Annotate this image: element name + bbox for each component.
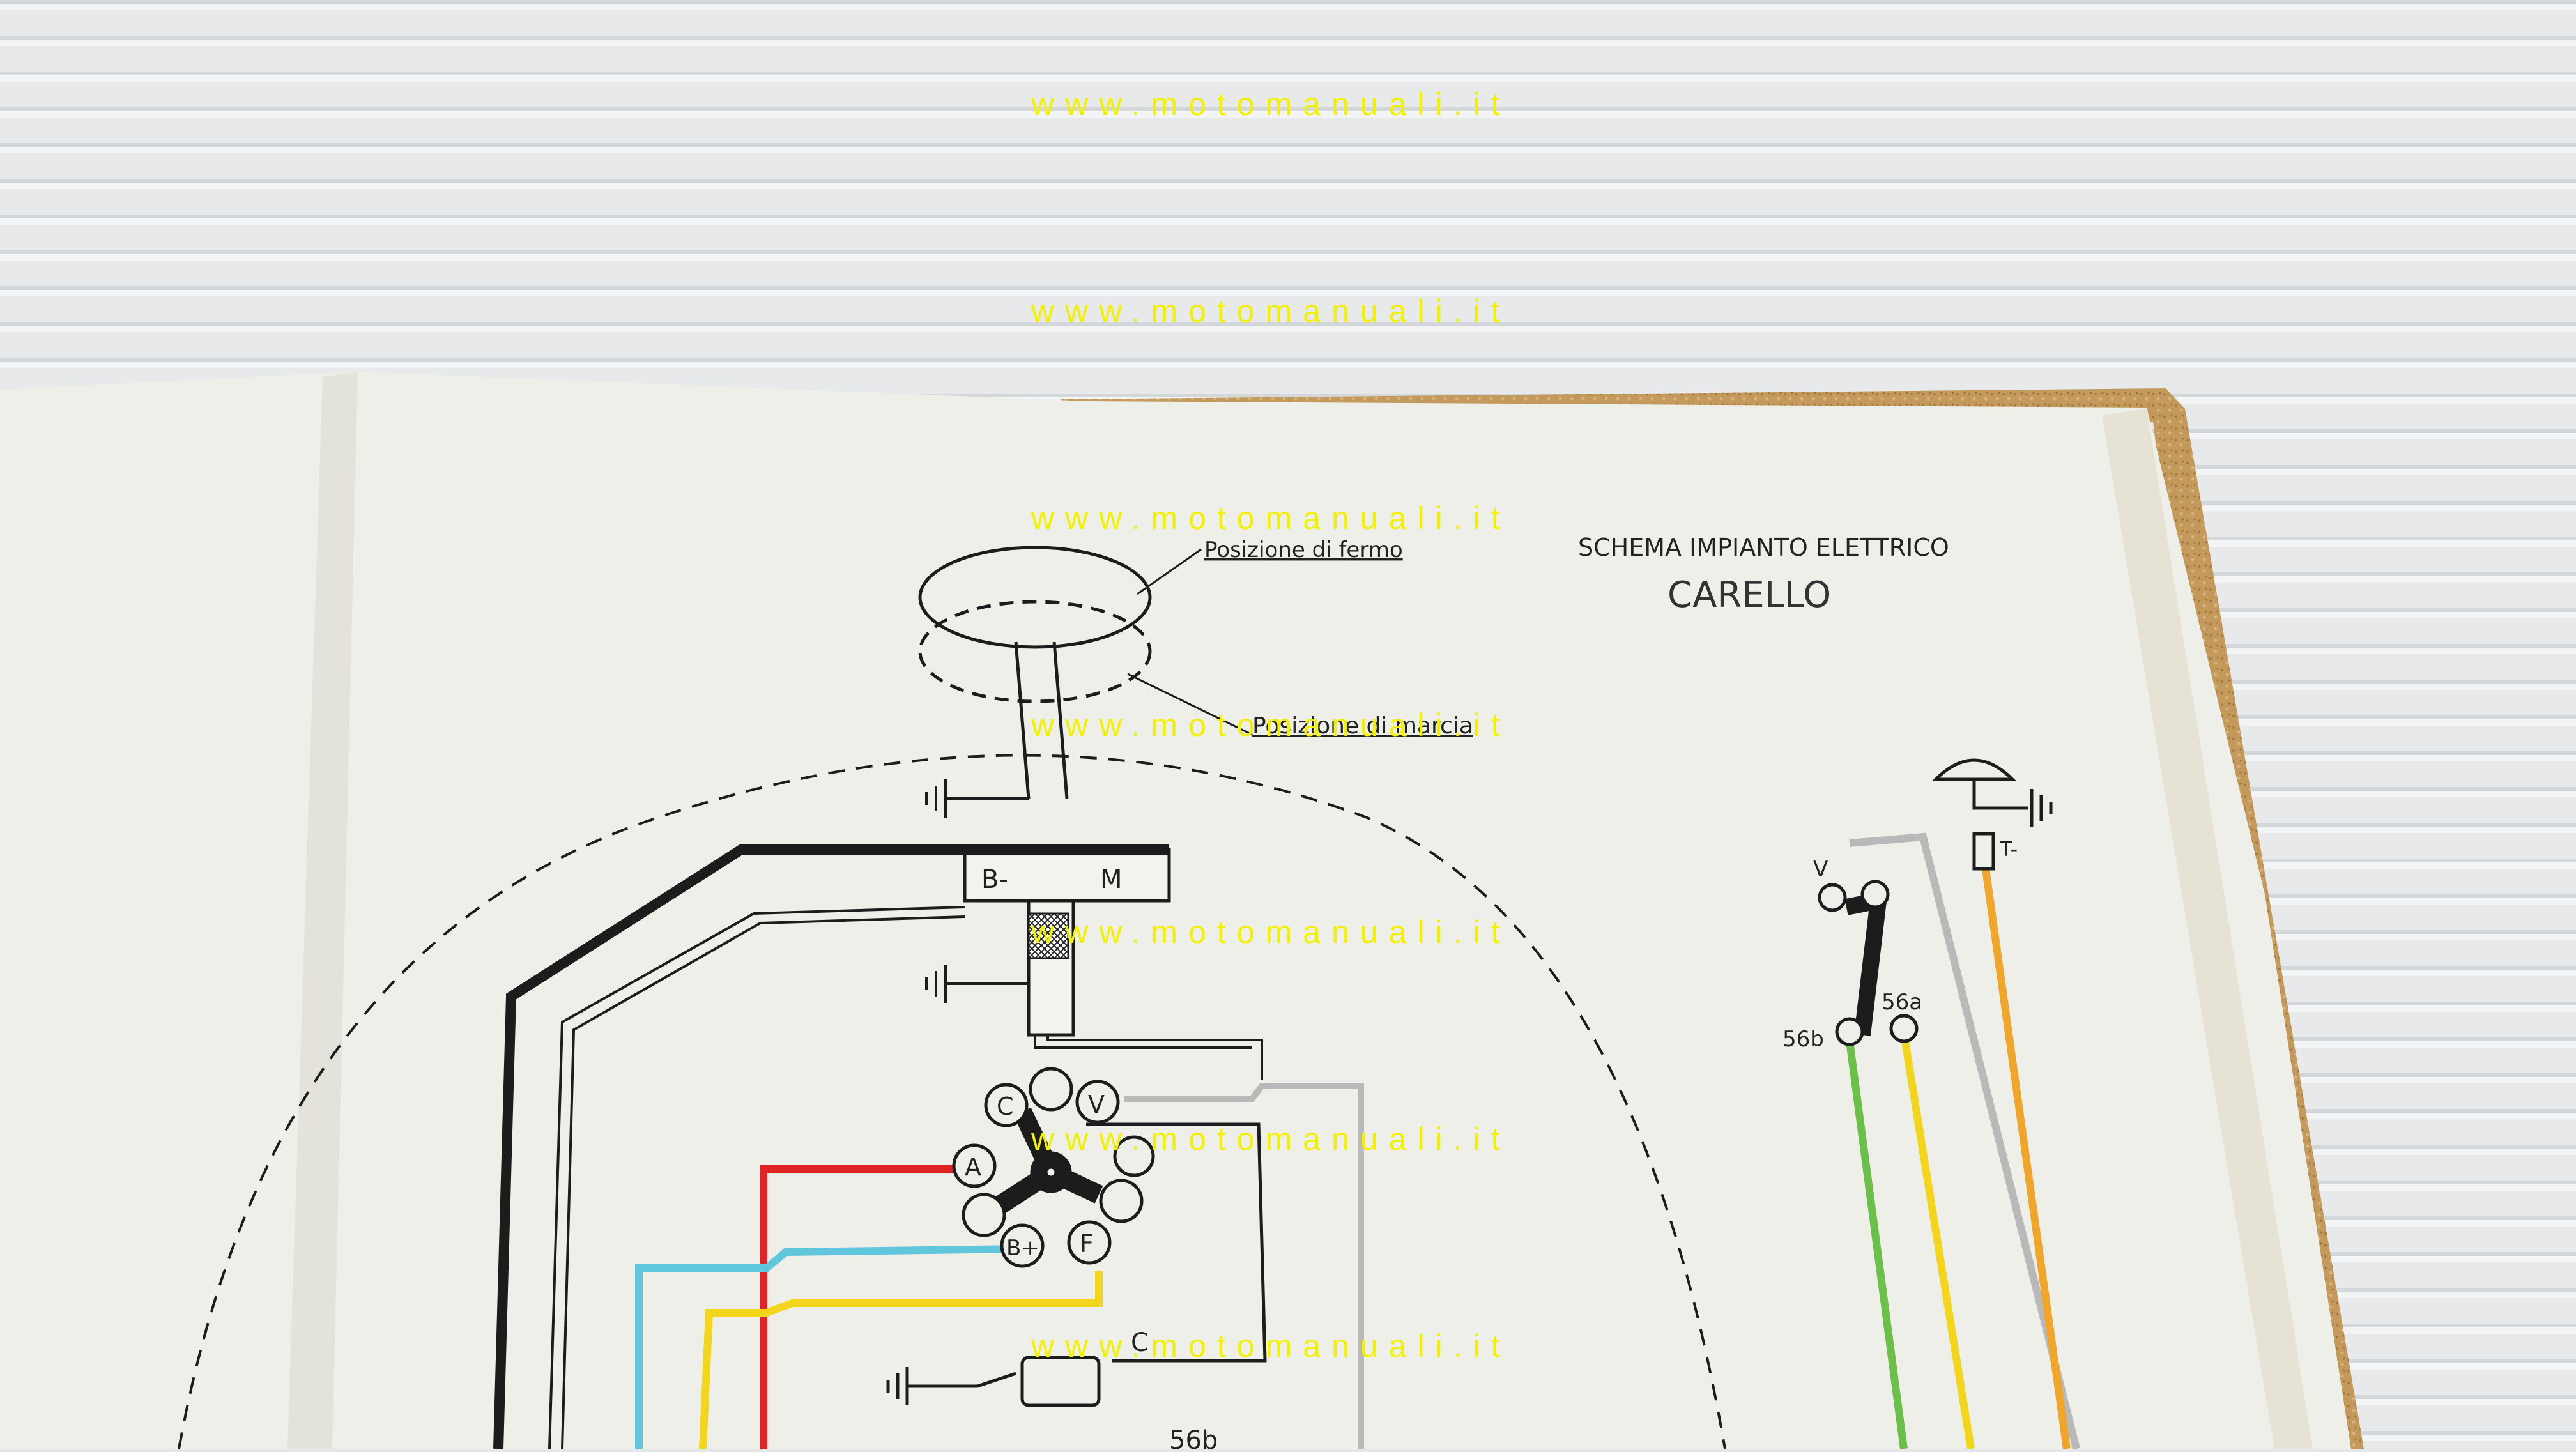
- right-label-t-minus: T-: [1999, 837, 2018, 861]
- wire-switch-box: [1034, 1035, 1263, 1080]
- right-label-56b: 56b: [1782, 1027, 1824, 1052]
- wiper-stop-ellipse: [918, 546, 1152, 649]
- terminal-block: [963, 848, 1171, 903]
- paper-fold-shadow: [288, 372, 358, 1449]
- switch-label-a: A: [965, 1153, 981, 1181]
- watermark-text: www.motomanuali.it: [1031, 914, 1511, 950]
- right-label-56a: 56a: [1882, 990, 1922, 1015]
- hatched-bushing: [1027, 912, 1070, 959]
- ground-lower: [925, 965, 1029, 1003]
- switch-label-f: F: [1080, 1230, 1094, 1258]
- watermark-text: www.motomanuali.it: [1031, 293, 1511, 329]
- wire-green: [1846, 1041, 1908, 1449]
- right-switch: [1818, 880, 1919, 1046]
- right-label-v: V: [1813, 857, 1828, 882]
- wiper-shaft: [1014, 641, 1069, 799]
- ground-fuse: [886, 1367, 909, 1405]
- leader-run: [1127, 673, 1253, 736]
- wire-cyan: [635, 1245, 1023, 1449]
- wire-gray-right: [1849, 832, 2080, 1450]
- heading-text: SCHEMA IMPIANTO ELETTRICO: [1578, 533, 1949, 562]
- wire-red: [760, 1165, 958, 1449]
- switch-label-b-plus: B+: [1006, 1235, 1039, 1261]
- wire-orange: [1982, 868, 2071, 1449]
- wire-label-c: C: [1131, 1328, 1149, 1357]
- switch-label-c: C: [997, 1092, 1014, 1120]
- wire-black: [493, 844, 1169, 1449]
- wire-black-c: [1086, 1122, 1267, 1363]
- wiper-run-ellipse: [918, 600, 1152, 703]
- paper-sheet: [0, 372, 2351, 1449]
- watermark-text: www.motomanuali.it: [1031, 86, 1511, 122]
- wire-yellow-left: [699, 1271, 1103, 1449]
- ground-upper: [925, 779, 1029, 818]
- leader-stop: [1137, 548, 1202, 595]
- wire-double: [548, 906, 965, 1449]
- bottom-label-56b: 56b: [1169, 1426, 1218, 1449]
- label-run-position: Posizione di marcia: [1252, 713, 1473, 739]
- subheading-text: CARELLO: [1667, 574, 1831, 616]
- wire-yellow-right: [1901, 1041, 1975, 1449]
- label-m: M: [1100, 865, 1123, 894]
- fuse-component: [886, 1356, 1101, 1407]
- paper-right-margin: [2102, 409, 2313, 1449]
- wire-gray-loop: [1124, 1083, 1364, 1449]
- rotary-switch: [952, 1067, 1155, 1268]
- label-b-minus: B-: [981, 865, 1008, 894]
- watermark-text: www.motomanuali.it: [1031, 1328, 1511, 1364]
- wiper-diagram: [178, 546, 1726, 1449]
- watermark-text: www.motomanuali.it: [1031, 1121, 1511, 1157]
- switch-label-v: V: [1088, 1090, 1105, 1119]
- watermark-text: www.motomanuali.it: [1031, 500, 1511, 536]
- horn-button: [1931, 758, 2053, 871]
- sweep-arc: [178, 754, 1726, 1449]
- label-stop-position: Posizione di fermo: [1204, 537, 1403, 563]
- watermark-text: www.motomanuali.it: [1031, 707, 1511, 743]
